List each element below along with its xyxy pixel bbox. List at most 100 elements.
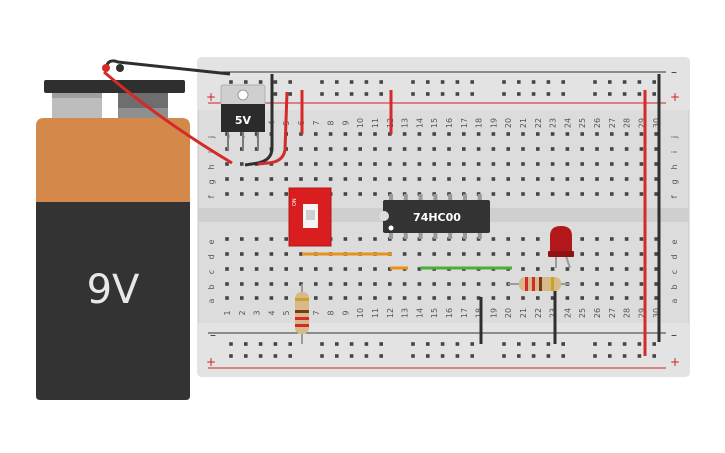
breadboard-hole[interactable] [269, 296, 274, 300]
breadboard-hole[interactable] [506, 162, 510, 166]
breadboard-hole[interactable] [240, 282, 244, 286]
breadboard-hole[interactable] [536, 192, 540, 196]
breadboard-hole[interactable] [402, 132, 407, 136]
breadboard-hole[interactable] [411, 80, 415, 84]
breadboard-hole[interactable] [225, 252, 229, 256]
breadboard-hole[interactable] [411, 92, 415, 96]
breadboard-hole[interactable] [637, 342, 642, 346]
breadboard-hole[interactable] [531, 92, 536, 96]
breadboard-hole[interactable] [580, 132, 584, 136]
breadboard-hole[interactable] [550, 162, 555, 166]
breadboard-hole[interactable] [506, 237, 510, 241]
breadboard-hole[interactable] [654, 282, 658, 286]
breadboard-hole[interactable] [314, 177, 318, 181]
breadboard-hole[interactable] [358, 282, 362, 286]
breadboard-hole[interactable] [462, 177, 466, 181]
breadboard-hole[interactable] [432, 162, 436, 166]
breadboard-hole[interactable] [652, 354, 656, 358]
breadboard-hole[interactable] [639, 296, 644, 300]
breadboard-hole[interactable] [593, 342, 597, 346]
breadboard-hole[interactable] [521, 192, 525, 196]
breadboard-hole[interactable] [284, 282, 288, 286]
breadboard-hole[interactable] [254, 192, 259, 196]
breadboard-hole[interactable] [536, 296, 540, 300]
breadboard-hole[interactable] [476, 252, 481, 256]
breadboard-hole[interactable] [654, 237, 658, 241]
breadboard-hole[interactable] [258, 354, 263, 358]
breadboard-hole[interactable] [240, 296, 244, 300]
breadboard-hole[interactable] [550, 177, 555, 181]
breadboard-hole[interactable] [550, 267, 555, 271]
breadboard-hole[interactable] [314, 147, 318, 151]
dip-switch[interactable]: ON [288, 187, 332, 247]
breadboard-hole[interactable] [417, 267, 422, 271]
breadboard-hole[interactable] [565, 192, 570, 196]
breadboard-hole[interactable] [314, 162, 318, 166]
breadboard-hole[interactable] [639, 162, 644, 166]
breadboard-hole[interactable] [335, 354, 339, 358]
breadboard-hole[interactable] [335, 342, 339, 346]
breadboard-hole[interactable] [373, 237, 377, 241]
breadboard-hole[interactable] [639, 267, 644, 271]
breadboard-hole[interactable] [654, 252, 658, 256]
breadboard-hole[interactable] [624, 267, 629, 271]
breadboard-hole[interactable] [225, 237, 229, 241]
breadboard-hole[interactable] [550, 147, 555, 151]
breadboard-hole[interactable] [447, 252, 451, 256]
breadboard-hole[interactable] [447, 132, 451, 136]
breadboard-hole[interactable] [240, 267, 244, 271]
breadboard-hole[interactable] [358, 267, 362, 271]
breadboard-hole[interactable] [470, 342, 474, 346]
breadboard-hole[interactable] [358, 296, 362, 300]
breadboard-hole[interactable] [373, 177, 377, 181]
breadboard-hole[interactable] [595, 252, 599, 256]
breadboard-hole[interactable] [273, 354, 278, 358]
breadboard-hole[interactable] [476, 282, 481, 286]
breadboard-hole[interactable] [254, 267, 259, 271]
breadboard-hole[interactable] [652, 342, 656, 346]
breadboard-hole[interactable] [411, 342, 415, 346]
breadboard-hole[interactable] [506, 252, 510, 256]
breadboard-hole[interactable] [358, 132, 362, 136]
breadboard-hole[interactable] [531, 80, 536, 84]
breadboard-hole[interactable] [320, 80, 324, 84]
breadboard-hole[interactable] [624, 296, 629, 300]
breadboard-hole[interactable] [608, 342, 612, 346]
breadboard-hole[interactable] [610, 282, 614, 286]
breadboard-hole[interactable] [388, 267, 392, 271]
breadboard-hole[interactable] [654, 132, 658, 136]
breadboard-hole[interactable] [254, 177, 259, 181]
breadboard-hole[interactable] [455, 80, 460, 84]
breadboard-hole[interactable] [364, 342, 369, 346]
breadboard-hole[interactable] [328, 132, 333, 136]
breadboard-hole[interactable] [269, 267, 274, 271]
breadboard-hole[interactable] [240, 252, 244, 256]
breadboard-hole[interactable] [258, 80, 263, 84]
breadboard-hole[interactable] [491, 147, 496, 151]
breadboard-hole[interactable] [254, 252, 259, 256]
resistor-vertical[interactable] [295, 284, 309, 344]
breadboard-hole[interactable] [269, 237, 274, 241]
breadboard-hole[interactable] [491, 237, 496, 241]
breadboard-hole[interactable] [254, 296, 259, 300]
breadboard-hole[interactable] [320, 92, 324, 96]
breadboard-hole[interactable] [462, 252, 466, 256]
breadboard-hole[interactable] [652, 80, 656, 84]
ic-74hc00[interactable]: 74HC00 [379, 194, 490, 239]
breadboard-hole[interactable] [402, 296, 407, 300]
breadboard-hole[interactable] [447, 282, 451, 286]
breadboard-hole[interactable] [402, 177, 407, 181]
breadboard-hole[interactable] [536, 252, 540, 256]
breadboard-hole[interactable] [225, 296, 229, 300]
breadboard-hole[interactable] [373, 192, 377, 196]
breadboard-hole[interactable] [639, 147, 644, 151]
breadboard-hole[interactable] [284, 252, 288, 256]
breadboard-hole[interactable] [462, 296, 466, 300]
breadboard-hole[interactable] [595, 147, 599, 151]
breadboard-hole[interactable] [639, 237, 644, 241]
breadboard-hole[interactable] [320, 342, 324, 346]
breadboard-hole[interactable] [506, 296, 510, 300]
battery-9v[interactable]: 9V [36, 80, 190, 400]
breadboard-hole[interactable] [491, 296, 496, 300]
breadboard-hole[interactable] [225, 267, 229, 271]
